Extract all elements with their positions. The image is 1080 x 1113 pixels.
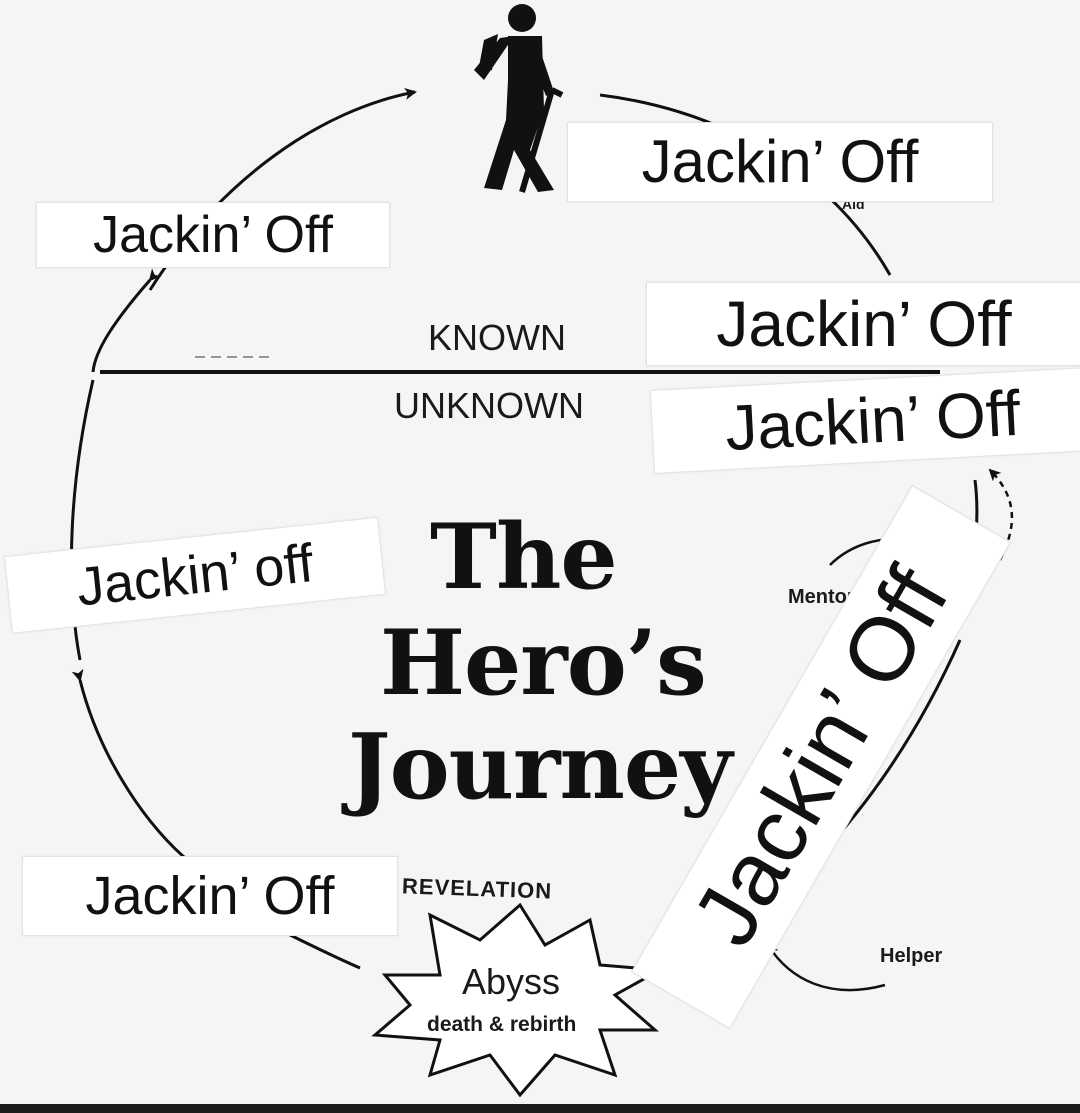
- hiker-icon: [474, 4, 564, 193]
- circle-arc-left-bottom: [71, 668, 191, 864]
- known-label: KNOWN: [428, 317, 566, 358]
- diagram-title-line1: The: [430, 504, 618, 610]
- helper-label: Helper: [880, 945, 943, 967]
- abyss-starburst: [371, 902, 666, 1098]
- diagram-title-line3: Journey: [348, 714, 732, 820]
- bottom-screen-bar: [0, 1104, 1080, 1113]
- overlay-label-top-left: Jackin’ Off: [36, 202, 390, 268]
- abyss-label: Abyss: [462, 961, 561, 1002]
- helper-arrow: [766, 943, 886, 992]
- threshold-dashed-arc: [988, 468, 1014, 561]
- unknown-label: UNKNOWN: [394, 385, 584, 426]
- death-rebirth-label: death & rebirth: [427, 1013, 577, 1036]
- overlay-label-known-right: Jackin’ Off: [646, 282, 1080, 366]
- overlay-label-top-right: Jackin’ Off: [567, 122, 993, 202]
- mentor-label: Mentor: [788, 586, 855, 608]
- circle-arc-left-lower: [70, 379, 95, 661]
- revelation-label: REVELATION: [401, 873, 553, 904]
- circle-arc-left-upper: [91, 268, 162, 373]
- diagram-title-line2: Hero’s: [380, 610, 707, 716]
- overlay-label-bottom-left: Jackin’ Off: [22, 856, 398, 936]
